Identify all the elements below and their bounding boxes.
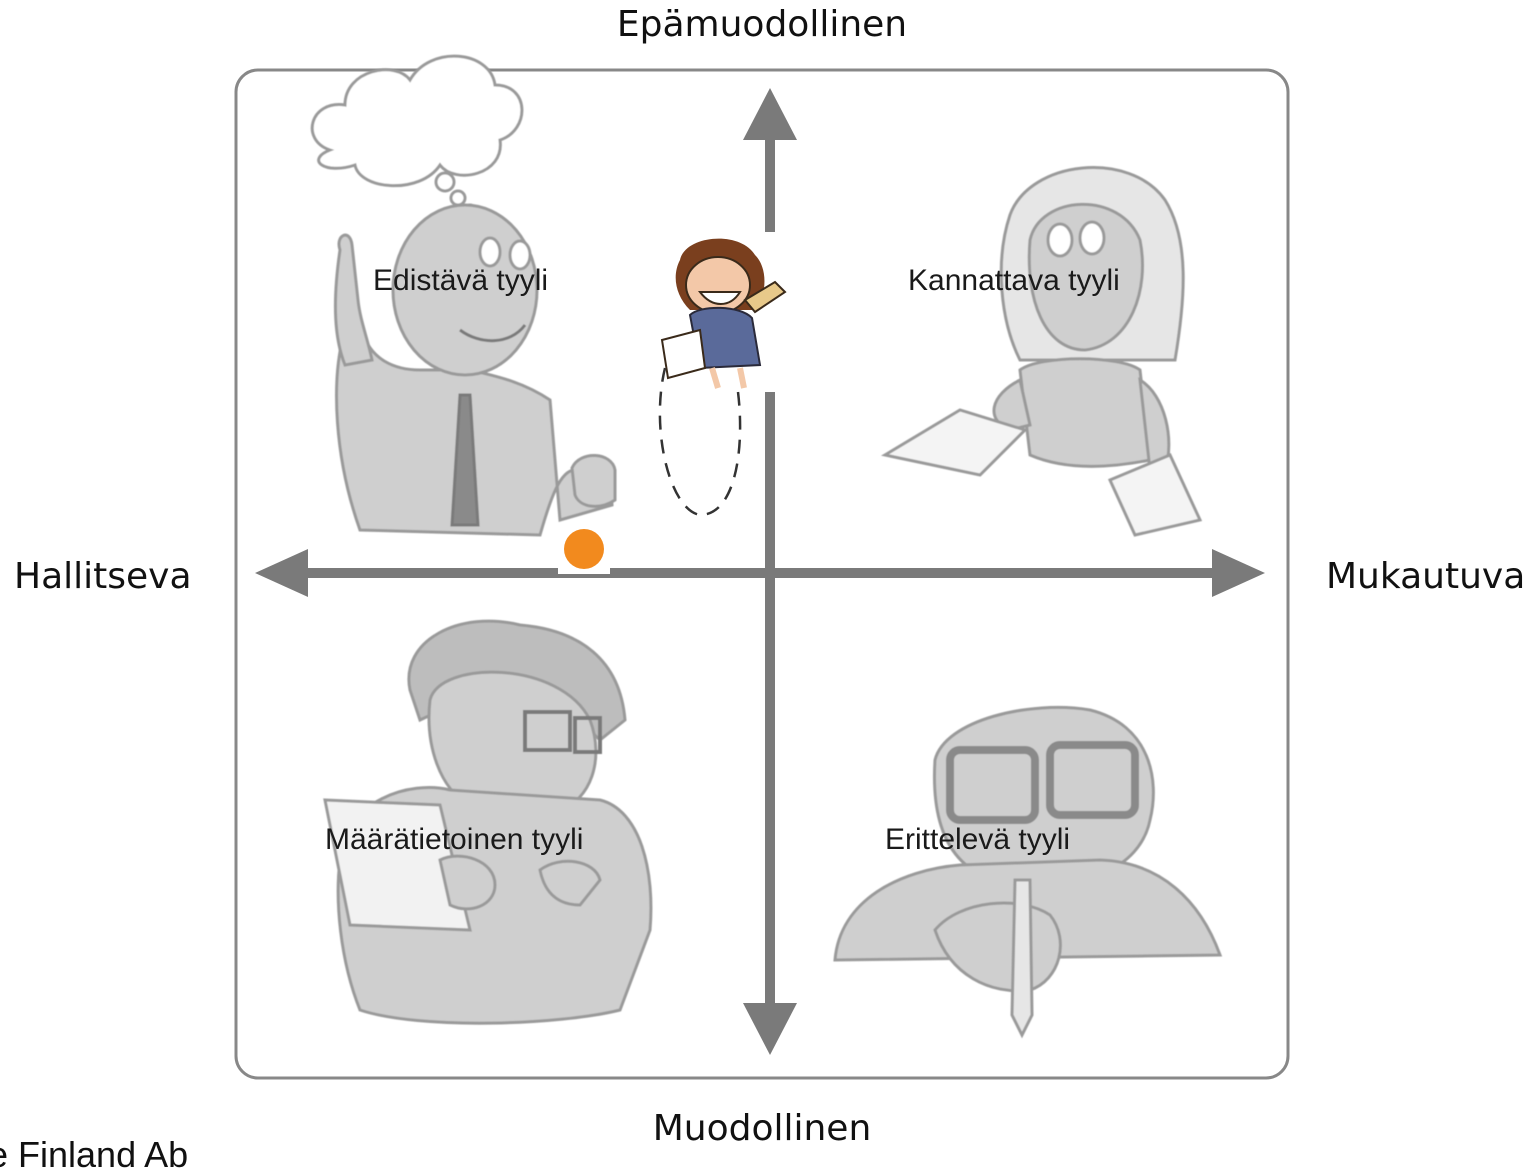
man-with-glasses-figure — [833, 706, 1223, 1039]
arrow-right-icon — [1212, 549, 1265, 597]
orange-dot-marker — [564, 529, 604, 569]
quadrant-label-bottom-right: Erittelevä tyyli — [885, 823, 1070, 856]
axis-label-left: Hallitseva — [14, 556, 192, 597]
dashed-trajectory — [658, 367, 742, 517]
quadrant-label-top-right: Kannattava tyyli — [908, 264, 1120, 297]
woman-with-papers-figure — [880, 166, 1203, 537]
quadrant-diagram: Edistävä tyyli Kannattava tyyli Määrätie… — [234, 54, 1290, 1080]
axis-label-bottom: Muodollinen — [652, 1108, 872, 1149]
thinking-man-figure — [310, 54, 617, 537]
quadrant-label-bottom-left: Määrätietoinen tyyli — [325, 823, 583, 856]
arrow-down-icon — [743, 1003, 797, 1055]
horizontal-axis — [255, 549, 1265, 597]
arrow-left-icon — [255, 549, 308, 597]
cartoon-woman-with-pencil-icon — [660, 232, 787, 392]
axis-label-right: Mukautuva — [1326, 556, 1526, 597]
arrow-up-icon — [743, 88, 797, 140]
man-with-notepad-figure — [323, 619, 653, 1025]
axis-label-top: Epämuodollinen — [616, 4, 908, 45]
quadrant-label-top-left: Edistävä tyyli — [373, 264, 548, 297]
